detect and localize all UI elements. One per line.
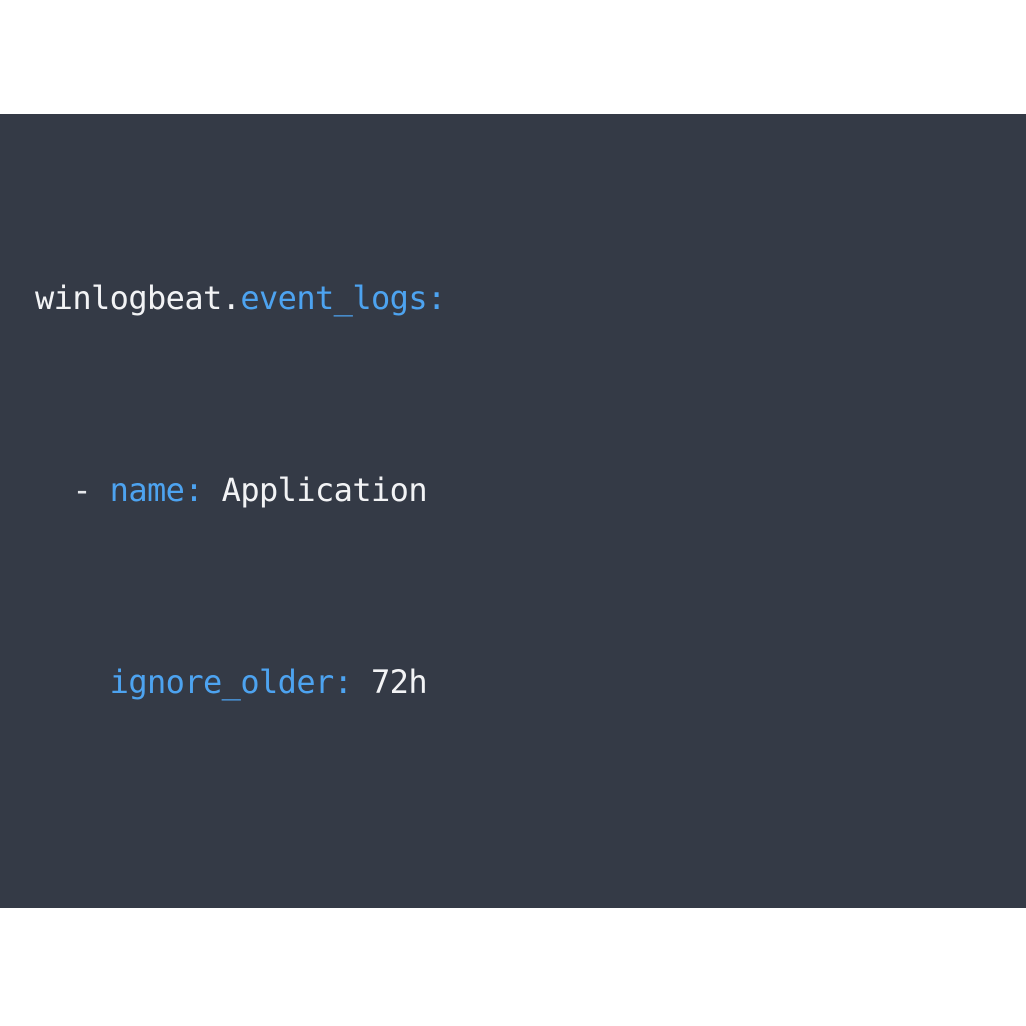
- root-key-name: event_logs:: [240, 279, 446, 317]
- field-value: 72h: [352, 663, 428, 701]
- yaml-code-content: winlogbeat.event_logs: - name: Applicati…: [35, 130, 1026, 908]
- root-key-prefix: winlogbeat.: [35, 279, 241, 317]
- code-line-entry-name: - name: Application: [35, 466, 1026, 514]
- field-indent: [35, 663, 110, 701]
- code-line-blank: [35, 850, 1026, 898]
- yaml-code-block: winlogbeat.event_logs: - name: Applicati…: [0, 114, 1026, 908]
- list-dash: -: [35, 471, 110, 509]
- field-key: ignore_older:: [109, 663, 353, 701]
- name-key: name:: [109, 471, 204, 509]
- name-value: Application: [203, 471, 428, 509]
- code-line-entry-field: ignore_older: 72h: [35, 658, 1026, 706]
- code-line-root-key: winlogbeat.event_logs:: [35, 274, 1026, 322]
